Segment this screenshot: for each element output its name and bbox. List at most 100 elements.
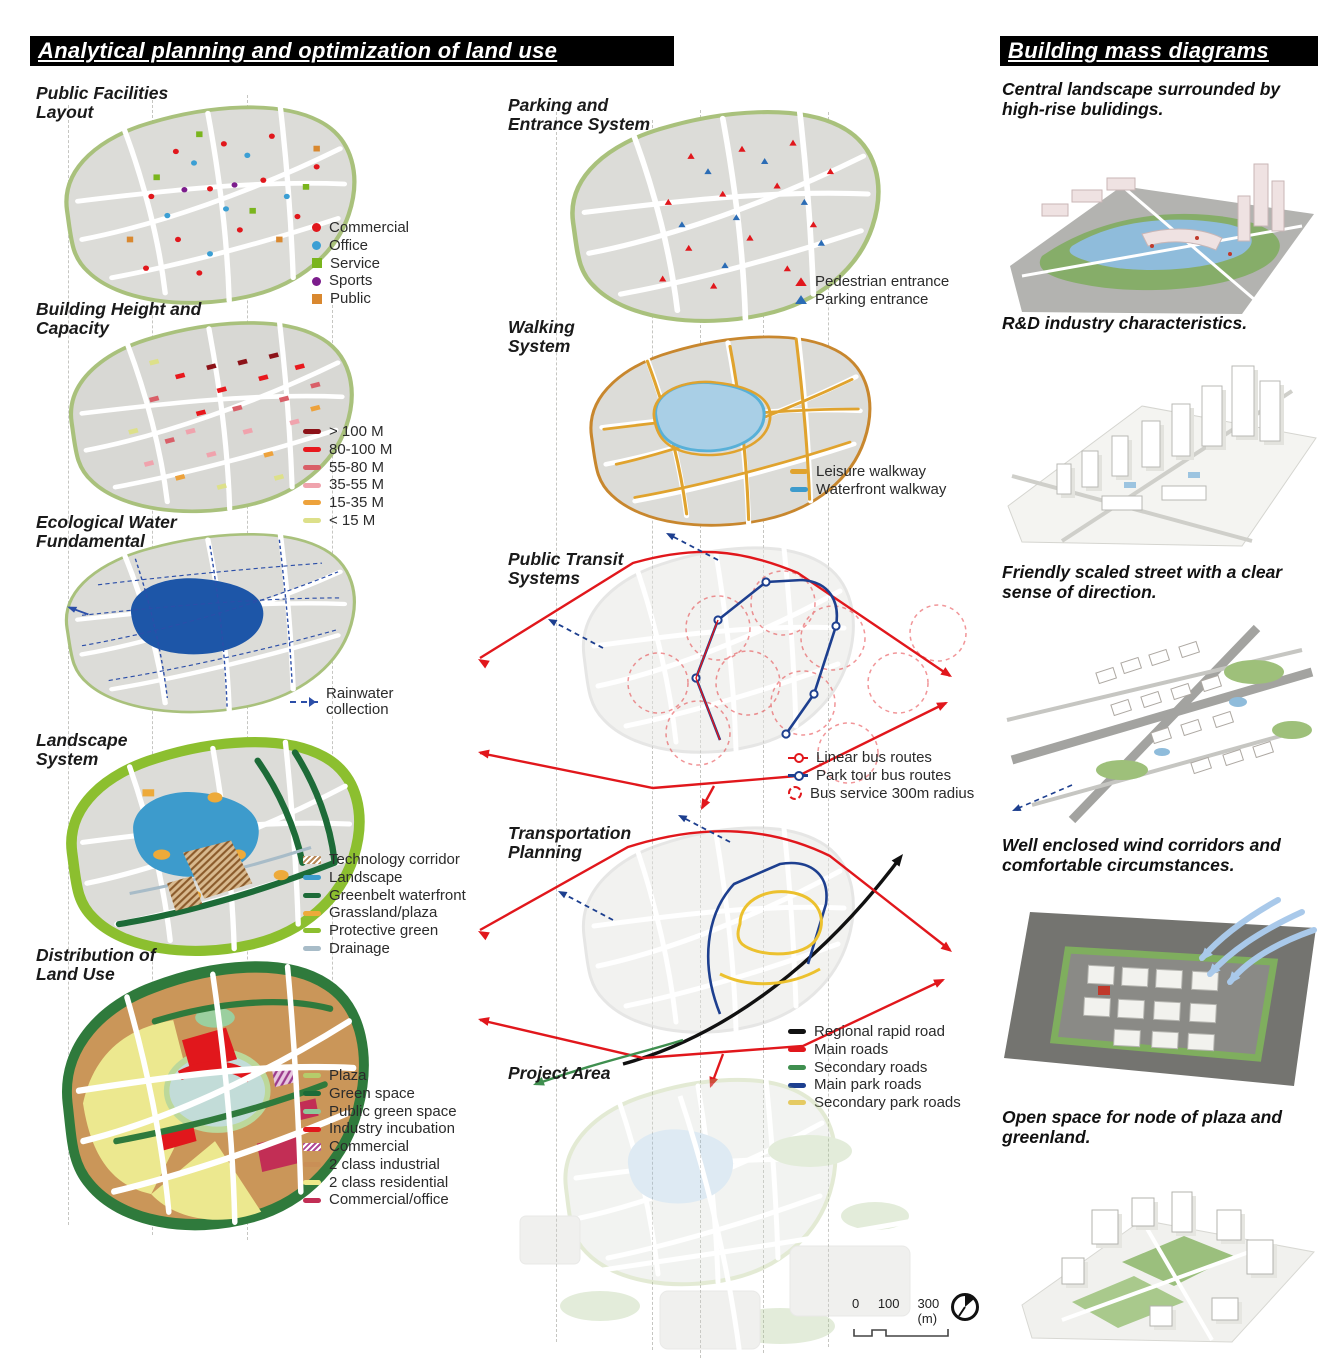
- legend-swatch: [303, 500, 321, 506]
- legend-swatch: [788, 753, 808, 763]
- legend-swatch: [303, 928, 321, 934]
- title-public-transit: Public Transit Systems: [508, 549, 624, 588]
- legend-item: > 100 M: [303, 424, 392, 440]
- title-land-use: Distribution of Land Use: [36, 945, 156, 984]
- legend-label: Rainwater collection: [326, 685, 394, 718]
- legend-label: Industry incubation: [329, 1120, 455, 1138]
- legend-swatch: [303, 1073, 321, 1079]
- legend-swatch: [788, 786, 802, 801]
- legend-swatch: [290, 696, 318, 707]
- legend-item: Public: [312, 291, 409, 307]
- scale-bar-graphic: [853, 1329, 949, 1337]
- scale-100: 100: [877, 1296, 900, 1311]
- render-wind-corridors: [1004, 897, 1317, 1086]
- legend-label: Public green space: [329, 1102, 457, 1120]
- legend-item: Industry incubation: [303, 1121, 457, 1137]
- render-central-landscape: [1010, 163, 1314, 314]
- secondary-roads: [531, 1038, 684, 1088]
- legend-swatch: [303, 1179, 321, 1185]
- legend-label: 2 class industrial: [329, 1155, 440, 1173]
- main-park-road: [706, 861, 828, 1015]
- legend-item: 80-100 M: [303, 440, 393, 458]
- legend-item: Bus service 300m radius: [788, 784, 975, 802]
- legend-item: Drainage: [303, 940, 466, 957]
- legend-swatch: [312, 258, 322, 269]
- legend-label: Green space: [329, 1084, 415, 1102]
- legend-label: Secondary roads: [814, 1058, 928, 1076]
- legend-item: Main park roads: [788, 1077, 988, 1093]
- legend-label: 2 class residential: [329, 1173, 449, 1191]
- legend-label: 80-100 M: [329, 440, 393, 458]
- legend-swatch: [303, 1197, 321, 1203]
- legend-label: Regional rapid road: [814, 1023, 945, 1040]
- legend-item: Commercial: [312, 220, 409, 236]
- legend-label: Landscape: [329, 868, 403, 886]
- legend-swatch: [795, 277, 807, 287]
- secondary-park-roads: [719, 890, 823, 986]
- legend-item: Parking entrance: [795, 290, 949, 308]
- technology-corridor-patch: [183, 840, 253, 899]
- legend-swatch: [788, 771, 808, 780]
- park-tour-route: [691, 577, 841, 741]
- legend-label: Bus service 300m radius: [810, 784, 975, 802]
- legend-label: Public: [330, 290, 371, 307]
- title-building-height: Building Height and Capacity: [36, 299, 202, 338]
- render-rd-industry: [1007, 365, 1317, 547]
- legend-label: < 15 M: [329, 511, 376, 529]
- map-public-facilities-layout: [50, 96, 370, 316]
- legend-label: Commercial: [329, 219, 410, 236]
- title-ecological-water: Ecological Water Fundamental: [36, 512, 177, 551]
- legend-label: Service: [330, 254, 381, 272]
- legend-item: Leisure walkway: [790, 464, 946, 480]
- legend-label: Office: [329, 236, 368, 254]
- legend-swatch: [303, 482, 321, 488]
- legend-item: Commercial: [303, 1139, 457, 1155]
- legend-swatch: [303, 946, 321, 952]
- legend-label: Pedestrian entrance: [815, 273, 950, 290]
- legend-item: Public green space: [303, 1102, 457, 1120]
- legend-label: Parking entrance: [815, 290, 929, 308]
- legend-swatch: [303, 1142, 321, 1151]
- legend-item: Grassland/plaza: [303, 905, 466, 921]
- map-ecological-water: [64, 524, 356, 714]
- legend-swatch: [303, 855, 321, 864]
- legend-swatch: [303, 429, 321, 435]
- legend-label: Protective green: [329, 922, 439, 939]
- guide-line: [556, 112, 557, 1342]
- residential-area: [83, 1020, 196, 1195]
- legend-item: Rainwater collection: [290, 686, 420, 718]
- title-project-area: Project Area: [508, 1063, 611, 1083]
- legend-swatch: [303, 892, 321, 898]
- legend-swatch: [788, 1047, 806, 1053]
- legend-item: Commercial/office: [303, 1192, 457, 1208]
- legend-swatch: [303, 1162, 321, 1168]
- legend-swatch: [303, 464, 321, 470]
- regional-rapid-road: [622, 850, 907, 1066]
- guide-line: [68, 105, 69, 1225]
- scale-bar: 0 100 300 (m): [852, 1296, 962, 1343]
- legend-item: Pedestrian entrance: [795, 274, 949, 290]
- legend-swatch: [303, 447, 321, 453]
- rainwater-lines: [81, 539, 341, 707]
- legend-item: Regional rapid road: [788, 1024, 988, 1040]
- map-transportation: [475, 811, 955, 1088]
- legend-label: Plaza: [329, 1067, 367, 1084]
- legend-swatch: [303, 1091, 321, 1097]
- legend-label: Grassland/plaza: [329, 904, 438, 922]
- legend-item: Park tour bus routes: [788, 767, 974, 784]
- legend-item: Service: [312, 254, 409, 272]
- open-space-buildings: [1061, 1191, 1274, 1327]
- highrise-towers: [1041, 163, 1285, 251]
- map-land-use: [50, 952, 380, 1242]
- height-blocks: [128, 352, 321, 490]
- legend-swatch: [303, 910, 321, 916]
- street-blocks: [1095, 640, 1275, 775]
- legend-item: Main roads: [788, 1041, 988, 1058]
